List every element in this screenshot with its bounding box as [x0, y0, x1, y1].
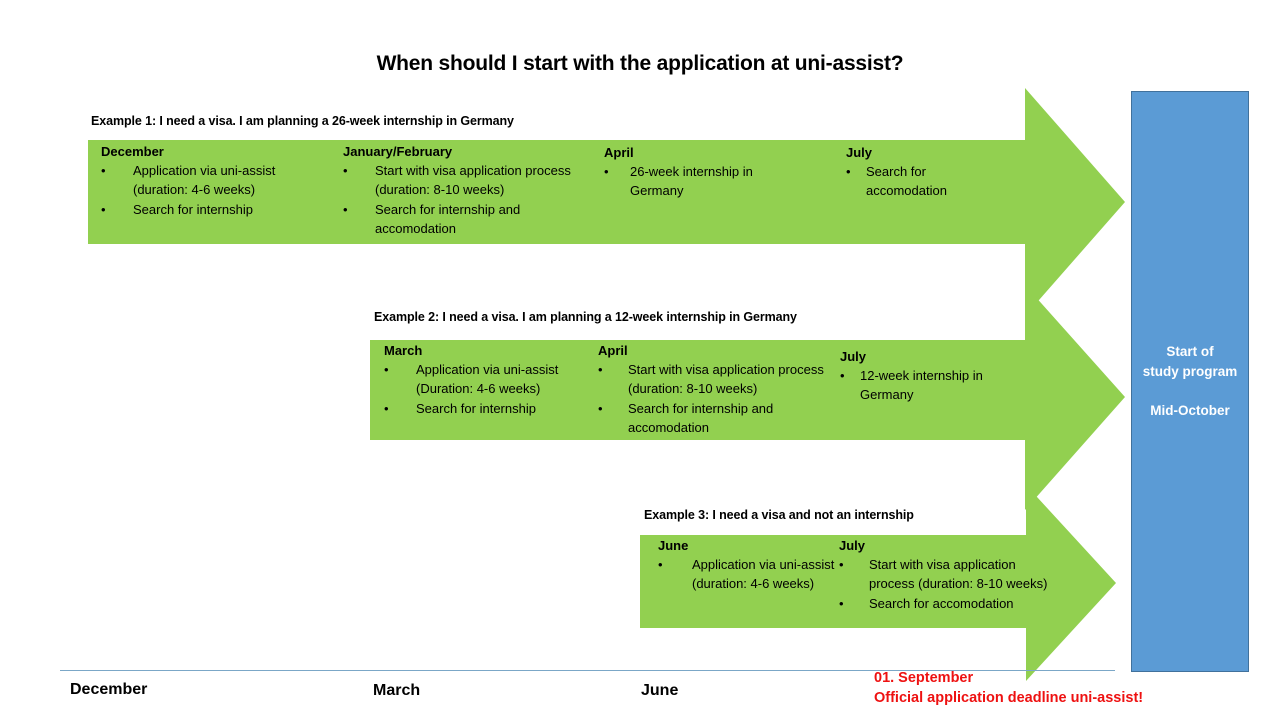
bullet-text: 26-week internship in Germany: [630, 164, 753, 199]
column-month-heading: June: [658, 538, 689, 553]
application-deadline-note: 01. September Official application deadl…: [874, 669, 1143, 708]
column-month-heading: July: [840, 349, 867, 364]
green-arrow-2: [370, 285, 1126, 510]
timeline-axis-line: [60, 670, 1115, 671]
study-box-line-3: Mid-October: [1150, 403, 1230, 419]
bullet-dot-icon: •: [101, 163, 106, 179]
example-1-label: Example 1: I need a visa. I am planning …: [91, 114, 514, 128]
bullet-list: • Start with visa application process (d…: [598, 361, 838, 437]
timeline-row-example-1: [88, 88, 1126, 316]
bullet-text: Application via uni-assist (duration: 4-…: [692, 557, 835, 592]
list-item: • Application via uni-assist (Duration: …: [384, 361, 602, 399]
axis-label-march: March: [373, 682, 421, 699]
study-box-line-1: Start of: [1166, 344, 1214, 360]
list-item: • Application via uni-assist (duration: …: [101, 162, 333, 200]
bullet-dot-icon: •: [384, 400, 389, 416]
bullet-dot-icon: •: [598, 400, 603, 416]
example-3-column-1: June • Application via uni-assist (durat…: [658, 538, 838, 595]
bullet-dot-icon: •: [343, 163, 348, 179]
study-box-line-2: study program: [1142, 363, 1238, 379]
bullet-list: • Application via uni-assist (duration: …: [658, 556, 838, 594]
column-month-heading: April: [604, 145, 634, 160]
bullet-dot-icon: •: [343, 201, 348, 217]
list-item: • 12-week internship in Germany: [840, 367, 998, 405]
list-item: • Search for accomodation: [846, 163, 996, 201]
column-month-heading: December: [101, 144, 164, 159]
example-2-label: Example 2: I need a visa. I am planning …: [374, 310, 797, 324]
bullet-list: • 12-week internship in Germany: [840, 367, 998, 405]
column-month-heading: April: [598, 343, 628, 358]
example-1-column-4: July • Search for accomodation: [846, 145, 996, 202]
column-month-heading: January/February: [343, 144, 453, 159]
bullet-text: Application via uni-assist (duration: 4-…: [133, 163, 276, 198]
axis-label-december: December: [70, 681, 148, 698]
bullet-text: Search for accomodation: [869, 595, 1014, 611]
list-item: • Search for accomodation: [839, 595, 1054, 614]
bullet-text: Search for internship and accomodation: [375, 201, 521, 236]
bullet-dot-icon: •: [384, 362, 389, 378]
example-1-column-3: April • 26-week internship in Germany: [604, 145, 809, 202]
example-2-column-2: April • Start with visa application proc…: [598, 343, 838, 439]
list-item: • Start with visa application process (d…: [839, 556, 1054, 594]
green-arrow-1: [88, 88, 1126, 316]
bullet-list: • Search for accomodation: [846, 163, 996, 201]
bullet-list: • Start with visa application process (d…: [839, 556, 1054, 614]
column-month-heading: July: [846, 145, 873, 160]
bullet-list: • Application via uni-assist (duration: …: [101, 162, 333, 220]
bullet-dot-icon: •: [101, 201, 106, 217]
list-item: • Search for internship: [101, 201, 333, 220]
bullet-dot-icon: •: [658, 557, 663, 573]
example-1-column-1: December • Application via uni-assist (d…: [101, 144, 333, 221]
list-item: • Application via uni-assist (duration: …: [658, 556, 838, 594]
bullet-text: Search for internship: [133, 201, 253, 217]
bullet-dot-icon: •: [840, 368, 845, 384]
bullet-text: Start with visa application process (dur…: [375, 163, 571, 198]
list-item: • Search for internship and accomodation: [598, 400, 838, 438]
timeline-row-example-2: [370, 285, 1126, 510]
deadline-date: 01. September: [874, 670, 974, 686]
bullet-dot-icon: •: [598, 362, 603, 378]
bullet-text: Search for internship and accomodation: [628, 400, 774, 435]
list-item: • Start with visa application process (d…: [598, 361, 838, 399]
deadline-text: Official application deadline uni-assist…: [874, 689, 1144, 706]
column-month-heading: March: [384, 343, 423, 358]
bullet-text: Start with visa application process (dur…: [869, 557, 1048, 592]
example-2-column-1: March • Application via uni-assist (Dura…: [384, 343, 602, 420]
bullet-list: • Application via uni-assist (Duration: …: [384, 361, 602, 419]
page-title: When should I start with the application…: [376, 52, 904, 75]
bullet-dot-icon: •: [604, 164, 609, 180]
bullet-text: Application via uni-assist (Duration: 4-…: [416, 362, 559, 397]
axis-label-june: June: [641, 682, 679, 699]
list-item: • Search for internship: [384, 400, 602, 419]
example-1-column-2: January/February • Start with visa appli…: [343, 144, 591, 240]
bullet-dot-icon: •: [846, 164, 851, 180]
example-3-column-2: July • Start with visa application proce…: [839, 538, 1054, 615]
bullet-dot-icon: •: [839, 595, 844, 611]
bullet-list: • Start with visa application process (d…: [343, 162, 591, 238]
list-item: • 26-week internship in Germany: [604, 163, 809, 201]
list-item: • Start with visa application process (d…: [343, 162, 591, 200]
list-item: • Search for internship and accomodation: [343, 201, 591, 239]
example-2-column-3: July • 12-week internship in Germany: [840, 349, 998, 406]
example-3-label: Example 3: I need a visa and not an inte…: [644, 508, 914, 522]
bullet-list: • 26-week internship in Germany: [604, 163, 809, 201]
bullet-dot-icon: •: [839, 557, 844, 573]
bullet-text: 12-week internship in Germany: [860, 368, 983, 403]
bullet-text: Start with visa application process (dur…: [628, 362, 824, 397]
timeline-row-example-3: [640, 485, 1116, 681]
start-of-study-program-box: Start of study program Mid-October: [1131, 91, 1249, 672]
column-month-heading: July: [839, 538, 866, 553]
green-arrow-3: [640, 485, 1116, 681]
bullet-text: Search for internship: [416, 400, 536, 416]
bullet-text: Search for accomodation: [866, 164, 947, 199]
